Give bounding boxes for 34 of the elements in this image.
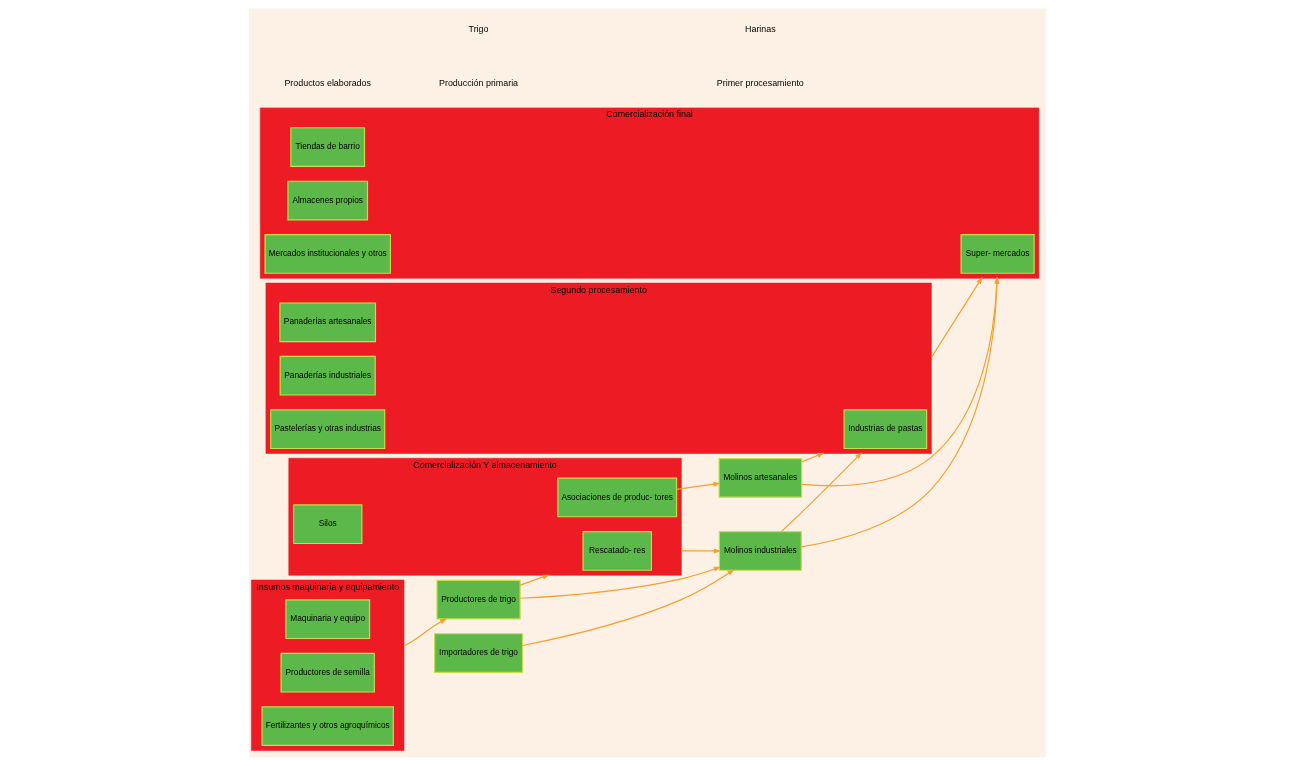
node-box: Panaderías artesanales [278, 302, 376, 343]
node-box: Molinos artesanales [717, 457, 802, 498]
label: Producción primaria [438, 77, 518, 88]
node-box: Pastelerías y otras industrias [269, 409, 385, 450]
label: Primer procesamiento [716, 77, 804, 88]
label: Harinas [744, 24, 776, 35]
arrow [402, 618, 447, 647]
arrow [800, 276, 999, 487]
node-box: Almacenes propios [286, 180, 368, 221]
arrow [675, 481, 721, 490]
arrow [680, 548, 721, 554]
node-box: Productores de trigo [435, 579, 521, 620]
node-box: Molinos industriales [718, 531, 802, 571]
arrow [521, 569, 735, 647]
node-box: Asociaciones de produc- tores [556, 477, 677, 518]
node-box: Panaderías industriales [279, 355, 376, 396]
arrow [519, 566, 721, 599]
label: Productos elaborados [283, 77, 371, 88]
arrow [780, 452, 862, 533]
node-box: Fertilizantes y otros agroquímicos [260, 706, 394, 746]
node-box: Productores de semilla [279, 652, 375, 693]
label: Trigo [468, 24, 489, 35]
arrow [800, 276, 999, 548]
node-box: Super- mercados [959, 234, 1035, 274]
node-box: Tiendas de barrio [289, 127, 365, 167]
arrow [519, 574, 550, 586]
node-box: Silos [292, 504, 362, 545]
node-box: Industrias de pastas [843, 409, 927, 450]
node-box: Mercados institucionales y otros [263, 234, 391, 274]
arrow [800, 452, 825, 463]
arrow [930, 276, 983, 359]
node-box: Maquinaria y equipo [284, 599, 370, 640]
node-box: Importadores de trigo [433, 633, 523, 673]
node-box: Rescatado- res [581, 531, 652, 571]
